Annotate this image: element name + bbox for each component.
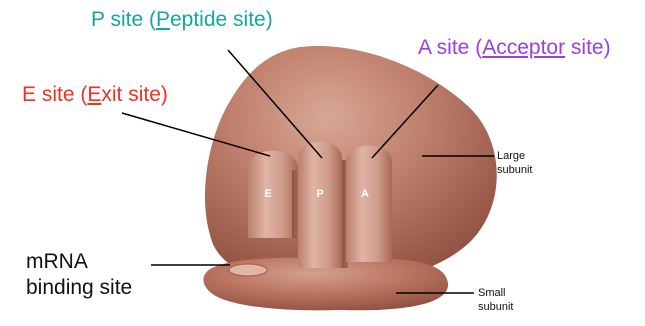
e-site-label-rest: xit site): [101, 83, 168, 106]
channel-letter-a: A: [361, 188, 369, 200]
e-site-label-underlined: E: [87, 83, 101, 106]
e-site-channel-shade: [292, 170, 298, 238]
channel-letter-p: P: [316, 188, 323, 200]
large-subunit-label: Large subunit: [497, 150, 532, 178]
mrna-label-line1: mRNA: [26, 249, 132, 275]
e-site-channel: [248, 151, 298, 238]
large-subunit-label-line1: Large: [497, 150, 532, 164]
a-site-label: A site (Acceptor site): [418, 37, 611, 58]
p-site-channel: [298, 142, 342, 269]
large-subunit-label-line2: subunit: [497, 164, 532, 178]
e-site-label: E site (Exit site): [22, 84, 168, 105]
mrna-label-line2: binding site: [26, 275, 132, 301]
mrna-binding-groove: [229, 264, 267, 276]
channel-letter-e: E: [264, 188, 271, 200]
mrna-binding-site-label: mRNA binding site: [26, 249, 132, 302]
e-site-label-prefix: E site (: [22, 83, 87, 106]
p-site-label: P site (Peptide site): [91, 9, 273, 30]
small-subunit-label-line2: subunit: [478, 301, 513, 315]
a-site-label-underlined: Acceptor: [482, 36, 565, 59]
a-site-label-prefix: A site (: [418, 36, 482, 59]
a-site-channel: [346, 146, 392, 263]
small-subunit-label: Small subunit: [478, 287, 513, 315]
a-site-label-rest: site): [565, 36, 611, 59]
p-site-label-underlined: P: [156, 8, 170, 31]
p-site-label-prefix: P site (: [91, 8, 156, 31]
p-site-label-rest: eptide site): [170, 8, 273, 31]
small-subunit-label-line1: Small: [478, 287, 513, 301]
